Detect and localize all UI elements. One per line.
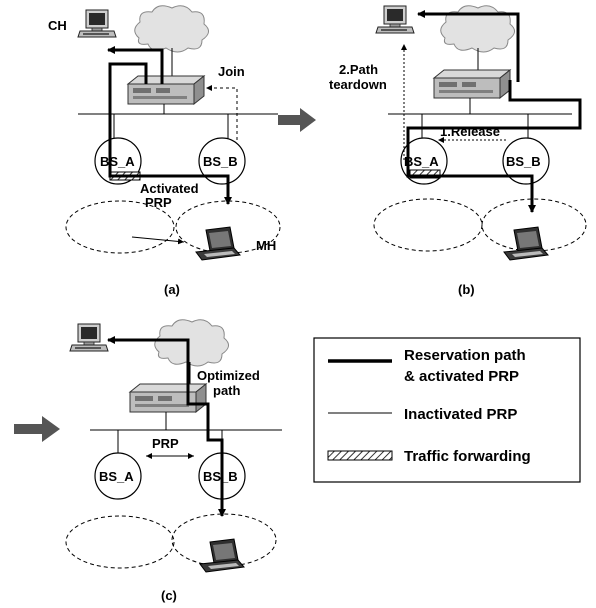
bs-b-label: BS_B bbox=[203, 154, 238, 169]
ch-computer-icon bbox=[69, 323, 109, 352]
bs-a-label: BS_A bbox=[99, 469, 134, 484]
optimized-path-label-2: path bbox=[213, 383, 241, 398]
bs-a-label: BS_A bbox=[404, 154, 439, 169]
path-teardown-label-2: teardown bbox=[329, 77, 387, 92]
bs-a-cell bbox=[373, 198, 483, 252]
bs-a-label: BS_A bbox=[100, 154, 135, 169]
router-icon bbox=[129, 383, 207, 413]
panel-b: 2.Path teardown 1.Release BS_A BS_B (b) bbox=[329, 5, 587, 297]
bs-b-label: BS_B bbox=[506, 154, 541, 169]
reservation-path-to-ch bbox=[107, 46, 164, 84]
ch-label: CH bbox=[48, 18, 67, 33]
activated-prp-label: Activated bbox=[140, 181, 199, 196]
bs-b-circle bbox=[198, 137, 246, 185]
cloud-icon bbox=[134, 5, 210, 53]
bs-a-circle bbox=[94, 452, 142, 500]
legend: Reservation path & activated PRP Inactiv… bbox=[313, 337, 581, 483]
bs-b-cell bbox=[171, 513, 277, 567]
mh-laptop-icon bbox=[195, 226, 241, 261]
path-teardown-label: 2.Path bbox=[339, 62, 378, 77]
caption-c: (c) bbox=[161, 588, 177, 603]
prp-label: PRP bbox=[152, 436, 179, 451]
panel-c: Optimized path PRP BS_A BS_B (c) bbox=[65, 319, 282, 603]
legend-reservation-label-2: & activated PRP bbox=[404, 368, 519, 385]
bs-a-cell bbox=[65, 515, 175, 569]
traffic-forwarding-buffer bbox=[409, 169, 441, 179]
panel-a: CH Join BS_A BS_B Activated PRP MH (a) bbox=[48, 5, 281, 297]
legend-reservation-label: Reservation path bbox=[404, 347, 526, 364]
mh-laptop-icon bbox=[199, 538, 245, 573]
activated-prp-label-2: PRP bbox=[145, 195, 172, 210]
transition-arrow-b-c bbox=[14, 416, 60, 442]
join-label: Join bbox=[218, 64, 245, 79]
caption-b: (b) bbox=[458, 282, 475, 297]
join-signal bbox=[206, 85, 238, 140]
cloud-icon bbox=[154, 319, 230, 367]
mh-laptop-icon bbox=[503, 226, 549, 261]
optimized-path-label: Optimized bbox=[197, 368, 260, 383]
mh-label: MH bbox=[256, 238, 276, 253]
router-icon bbox=[127, 75, 205, 105]
legend-traffic-label: Traffic forwarding bbox=[404, 448, 531, 465]
bs-b-cell bbox=[175, 200, 281, 254]
ch-computer-icon bbox=[375, 5, 415, 34]
router-icon bbox=[433, 69, 511, 99]
bs-b-circle bbox=[502, 137, 550, 185]
reservation-path-to-ch bbox=[417, 10, 520, 82]
reservation-path bbox=[406, 80, 582, 210]
legend-inactivated-label: Inactivated PRP bbox=[404, 406, 517, 423]
bs-a-cell bbox=[65, 200, 175, 254]
caption-a: (a) bbox=[164, 282, 180, 297]
ch-computer-icon bbox=[77, 9, 117, 38]
bs-b-cell bbox=[481, 198, 587, 252]
legend-hatch-swatch bbox=[327, 450, 393, 461]
release-label: 1.Release bbox=[440, 124, 500, 139]
bs-b-label: BS_B bbox=[203, 469, 238, 484]
transition-arrow-a-b bbox=[278, 108, 316, 132]
